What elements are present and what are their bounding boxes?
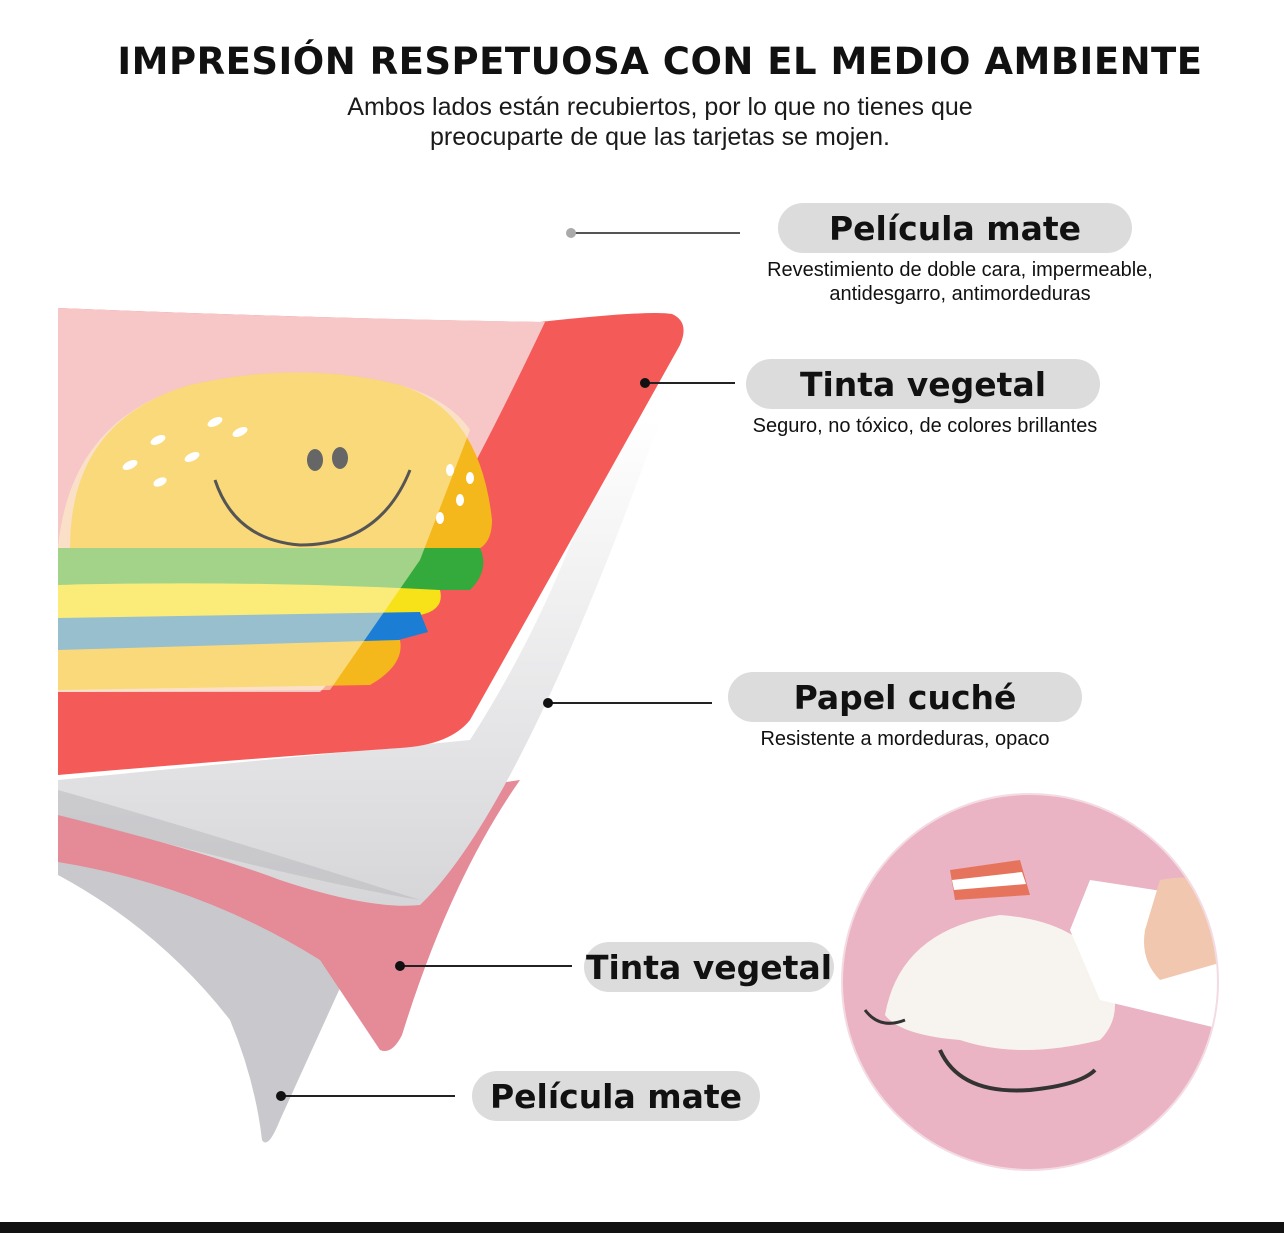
layer-desc-line-1: Revestimiento de doble cara, impermeable…: [767, 259, 1153, 281]
coated-paper-layer: [58, 420, 660, 906]
layer-label-matte-film-top: Película mate: [778, 203, 1132, 253]
subtitle-line-1: Ambos lados están recubiertos, por lo qu…: [347, 93, 973, 121]
bottom-bar: [0, 1222, 1284, 1233]
layer-desc-line-2: antidesgarro, antimordeduras: [829, 283, 1091, 305]
connector-lines: [280, 232, 740, 1097]
layer-desc-matte-film-top: Revestimiento de doble cara, impermeable…: [700, 258, 1220, 306]
layer-label-vegetable-ink-bottom: Tinta vegetal: [584, 942, 834, 992]
layer-label-vegetable-ink-top: Tinta vegetal: [746, 359, 1100, 409]
layer-label-matte-film-bottom: Película mate: [472, 1071, 760, 1121]
layer-label-coated-paper: Papel cuché: [728, 672, 1082, 722]
burger-illustration: [58, 372, 492, 692]
wipe-detail-image: [842, 794, 1218, 1170]
layer-desc-vegetable-ink-top: Seguro, no tóxico, de colores brillantes: [752, 415, 1098, 437]
subtitle-line-2: preocuparte de que las tarjetas se mojen…: [430, 123, 890, 151]
layer-desc-coated-paper: Resistente a mordeduras, opaco: [760, 728, 1050, 750]
paper-edge-shadow: [58, 790, 420, 900]
page-subtitle: Ambos lados están recubiertos, por lo qu…: [260, 92, 1060, 152]
wipe-detail-outline: [841, 793, 1219, 1171]
connector-dots: [276, 228, 650, 1101]
page-title: IMPRESIÓN RESPETUOSA CON EL MEDIO AMBIEN…: [117, 40, 1203, 83]
